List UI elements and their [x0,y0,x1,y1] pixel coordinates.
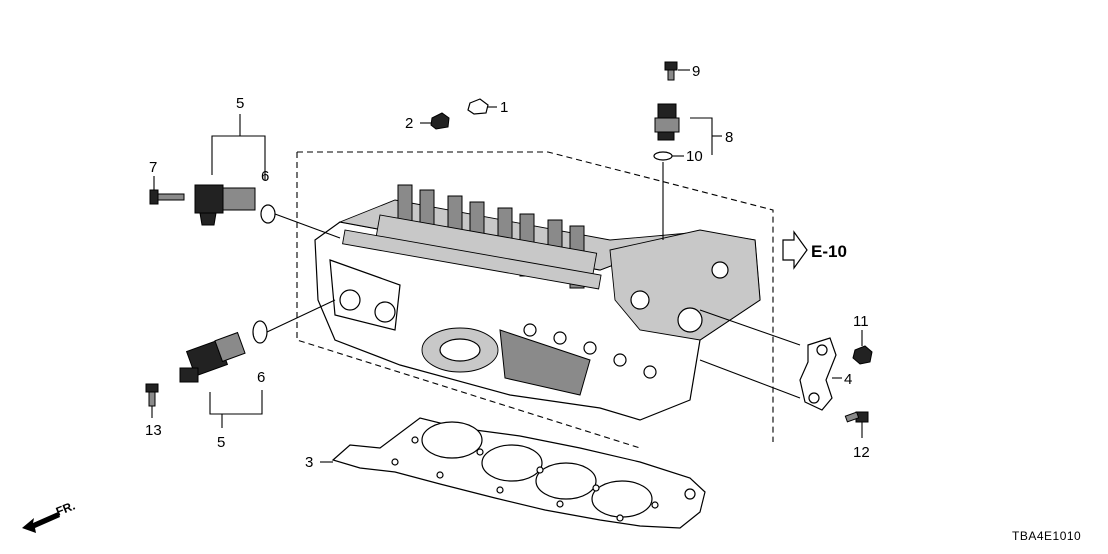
part-2-cap[interactable] [420,112,450,130]
callout-4: 4 [844,371,852,388]
part-3-head-gasket[interactable] [331,417,706,529]
callout-5-bottom: 5 [217,434,225,451]
diagram-code: TBA4E1010 [1012,529,1081,543]
callout-7: 7 [149,159,157,176]
callout-1: 1 [500,99,508,116]
part-8-sensor[interactable] [654,103,722,155]
callout-11: 11 [853,313,869,330]
callout-10: 10 [686,148,703,165]
part-11-nut[interactable] [852,330,873,365]
callout-3: 3 [305,454,313,471]
part-7-bolt[interactable] [149,176,185,205]
part-5-solenoid-lower[interactable] [179,320,268,383]
callout-6-bottom: 6 [257,369,265,386]
part-10-o-ring[interactable] [653,151,684,161]
part-9-bolt[interactable] [664,61,690,81]
part-13-bolt[interactable] [145,383,159,418]
part-12-bolt[interactable] [844,411,869,438]
assembly-boundary [296,151,774,449]
front-direction-marker [22,512,60,533]
reference-label: E-10 [811,242,847,261]
callout-6-top: 6 [261,168,269,185]
callout-2: 2 [405,115,413,132]
callout-12: 12 [853,444,870,461]
cylinder-head[interactable] [314,184,761,421]
reference-arrow[interactable] [782,230,808,270]
part-1-cap[interactable] [467,98,497,115]
callout-5-top: 5 [236,95,244,112]
valve-train [342,184,602,290]
callout-9: 9 [692,63,700,80]
callout-13: 13 [145,422,162,439]
front-label: FR. [54,499,77,519]
callout-8: 8 [725,129,733,146]
part-5-solenoid-upper[interactable] [194,184,276,226]
part-4-bracket[interactable] [799,337,842,411]
